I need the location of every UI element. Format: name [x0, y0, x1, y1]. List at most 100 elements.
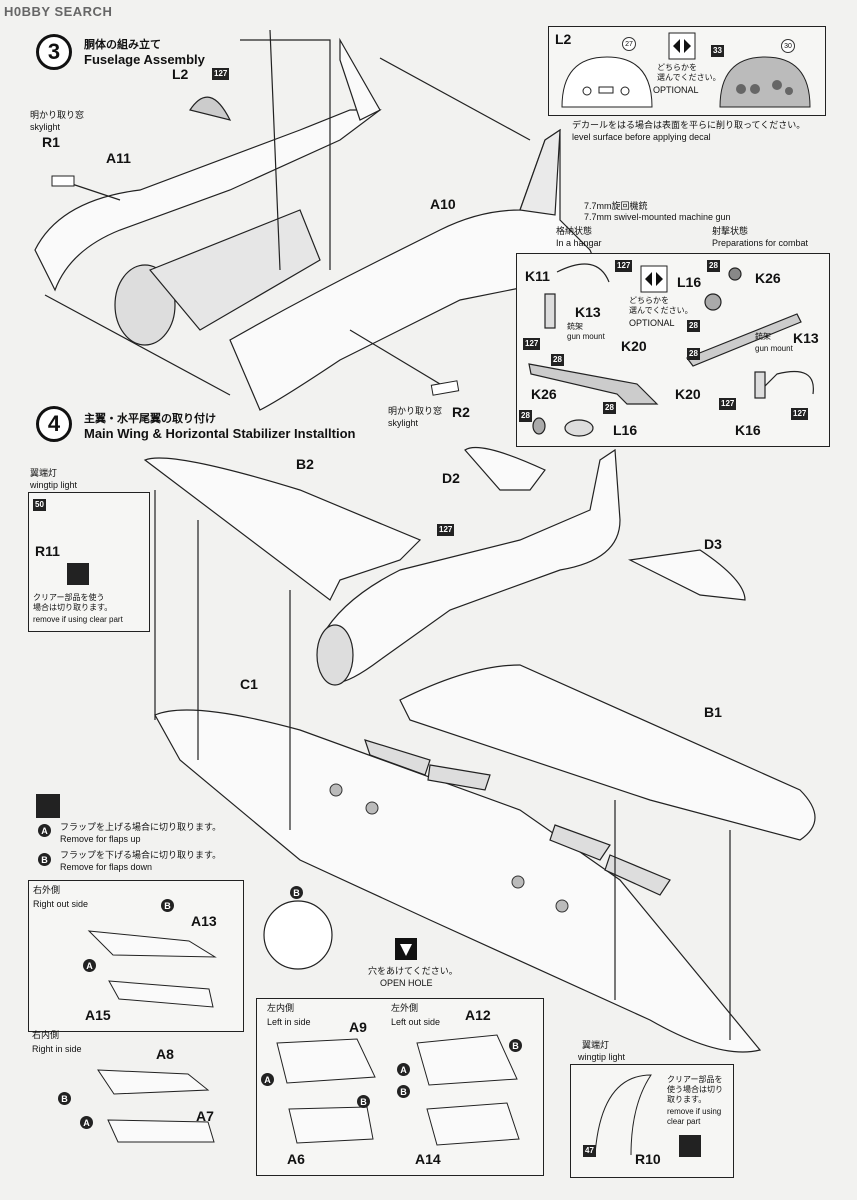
left-side-box: 左内側 Left in side 左外側 Left out side A9 A … [256, 998, 544, 1176]
paint-code-47: 47 [583, 1145, 596, 1157]
label-R11: R11 [35, 543, 60, 559]
label-A12: A12 [465, 1007, 491, 1023]
label-A7: A7 [196, 1108, 214, 1124]
label-K11: K11 [525, 268, 550, 284]
mg-optional: OPTIONAL [629, 318, 675, 328]
mg-paint-28-a: 28 [551, 354, 564, 366]
right-out-en: Right out side [33, 899, 89, 909]
left-out-jp: 左外側 [391, 1003, 419, 1013]
label-K13-right: K13 [793, 330, 819, 346]
wingtip-left-box: 50 R11 クリアー部品を使う 場合は切り取ります。 remove if us… [28, 492, 150, 632]
machine-gun-panel: K11 127 どちらかを 選んでください。 OPTIONAL K13 銃架 g… [516, 253, 830, 447]
decal-either-jp1: どちらかを [657, 63, 697, 72]
skylight-bottom-jp: 明かり取り窓 [388, 406, 443, 416]
mg-jp: 7.7mm旋回機銃 [584, 201, 648, 211]
flaps-b-en: Remove for flaps down [60, 862, 153, 872]
step-3-title-jp: 胴体の組み立て [84, 39, 161, 51]
mg-paint-28-c: 28 [603, 402, 616, 414]
paint-code-127: 127 [212, 68, 230, 80]
badge-B-detail: B [290, 886, 303, 899]
mg-paint-127-a: 127 [615, 260, 633, 272]
badge-A: A [38, 824, 51, 837]
right-out-badge-B: B [161, 899, 174, 912]
mg-paint-28-f: 28 [687, 348, 700, 360]
label-R2: R2 [452, 404, 470, 420]
machine-gun-drawing [528, 263, 814, 437]
decal-optional: OPTIONAL [653, 85, 699, 95]
label-D2: D2 [442, 470, 460, 486]
wingtip-right-clear-en1: remove if using [667, 1107, 722, 1116]
wingtip-right-clear-jp3: 取ります。 [667, 1095, 707, 1104]
decal-either-jp2: 選んでください。 [657, 73, 721, 82]
label-B1: B1 [704, 704, 722, 720]
label-K20-right: K20 [675, 386, 701, 402]
right-in-en: Right in side [32, 1044, 82, 1054]
wingtip-right-jp: 翼端灯 [582, 1040, 610, 1050]
left-out-en: Left out side [391, 1017, 441, 1027]
wingtip-right-en: wingtip light [578, 1052, 626, 1062]
label-L2: L2 [172, 66, 189, 82]
flaps-b-jp: フラップを下げる場合に切り取ります。 [60, 850, 222, 860]
label-K20-left: K20 [621, 338, 647, 354]
label-R10: R10 [635, 1151, 661, 1167]
mg-paint-28-b: 28 [519, 410, 532, 422]
hangar-en: In a hangar [556, 238, 602, 248]
right-in-badge-B: B [58, 1092, 71, 1105]
label-A10: A10 [430, 196, 456, 212]
label-K26-right: K26 [755, 270, 781, 286]
wingtip-right-clear-jp2: 使う場合は切り [667, 1085, 723, 1094]
paint-code-30: 30 [781, 39, 795, 53]
left-in-badge-B: B [357, 1095, 370, 1108]
mg-en: 7.7mm swivel-mounted machine gun [584, 212, 731, 222]
left-in-jp: 左内側 [267, 1003, 295, 1013]
left-out-badge-B1: B [509, 1039, 522, 1052]
right-out-jp: 右外側 [33, 885, 61, 895]
hangar-jp: 格納状態 [556, 226, 593, 236]
paint-code-50: 50 [33, 499, 46, 511]
step-4-number: 4 [36, 406, 72, 442]
mg-either-jp1: どちらかを [629, 296, 669, 305]
instrument-panel-plain [561, 56, 653, 108]
mg-paint-127-d: 127 [791, 408, 809, 420]
open-hole-en: OPEN HOLE [380, 978, 433, 988]
label-L16-right: L16 [677, 274, 702, 290]
label-B2: B2 [296, 456, 314, 472]
paint-code-33: 33 [711, 45, 724, 57]
paint-code-27: 27 [622, 37, 636, 51]
decal-note-jp: デカールをはる場合は表面を平らに削り取ってください。 [572, 120, 806, 130]
right-out-badge-A: A [83, 959, 96, 972]
mg-paint-127-c: 127 [719, 398, 737, 410]
mount-jp-right: 銃架 [755, 332, 771, 341]
step-4-title-en: Main Wing & Horizontal Stabilizer Instal… [84, 426, 356, 441]
step4-paint-127: 127 [437, 524, 455, 536]
wingtip-right-box: クリアー部品を 使う場合は切り 取ります。 remove if using cl… [570, 1064, 734, 1178]
wingtip-left-en: wingtip light [30, 480, 78, 490]
left-out-badge-A: A [397, 1063, 410, 1076]
skylight-top-en: skylight [30, 122, 61, 132]
mount-en-left: gun mount [567, 332, 605, 341]
mg-paint-28-d: 28 [707, 260, 720, 272]
label-A14: A14 [415, 1151, 441, 1167]
cut-icon-right [679, 1135, 701, 1157]
label-A6: A6 [287, 1151, 305, 1167]
decal-panel-title: L2 [555, 31, 572, 47]
label-A13: A13 [191, 913, 217, 929]
skylight-top-jp: 明かり取り窓 [30, 110, 85, 120]
hobby-search-logo: H0BBY SEARCH [4, 4, 113, 19]
label-K16: K16 [735, 422, 761, 438]
instrument-panel-decal [719, 56, 811, 108]
skylight-bottom-en: skylight [388, 418, 419, 428]
combat-jp: 射撃状態 [712, 226, 749, 236]
decal-option-panel: L2 27 どちらかを 選んでください。 OPTIONAL 33 30 [548, 26, 826, 116]
right-out-side-box: 右外側 Right out side B A13 A A15 [28, 880, 244, 1032]
step-4-title-jp: 主翼・水平尾翼の取り付け [84, 413, 216, 425]
mg-paint-28-e: 28 [687, 320, 700, 332]
badge-B: B [38, 853, 51, 866]
option-arrows-icon-mg [640, 265, 668, 293]
option-arrows-icon [668, 32, 696, 60]
left-in-en: Left in side [267, 1017, 311, 1027]
step-3-title-en: Fuselage Assembly [84, 52, 205, 67]
label-K13-left: K13 [575, 304, 601, 320]
